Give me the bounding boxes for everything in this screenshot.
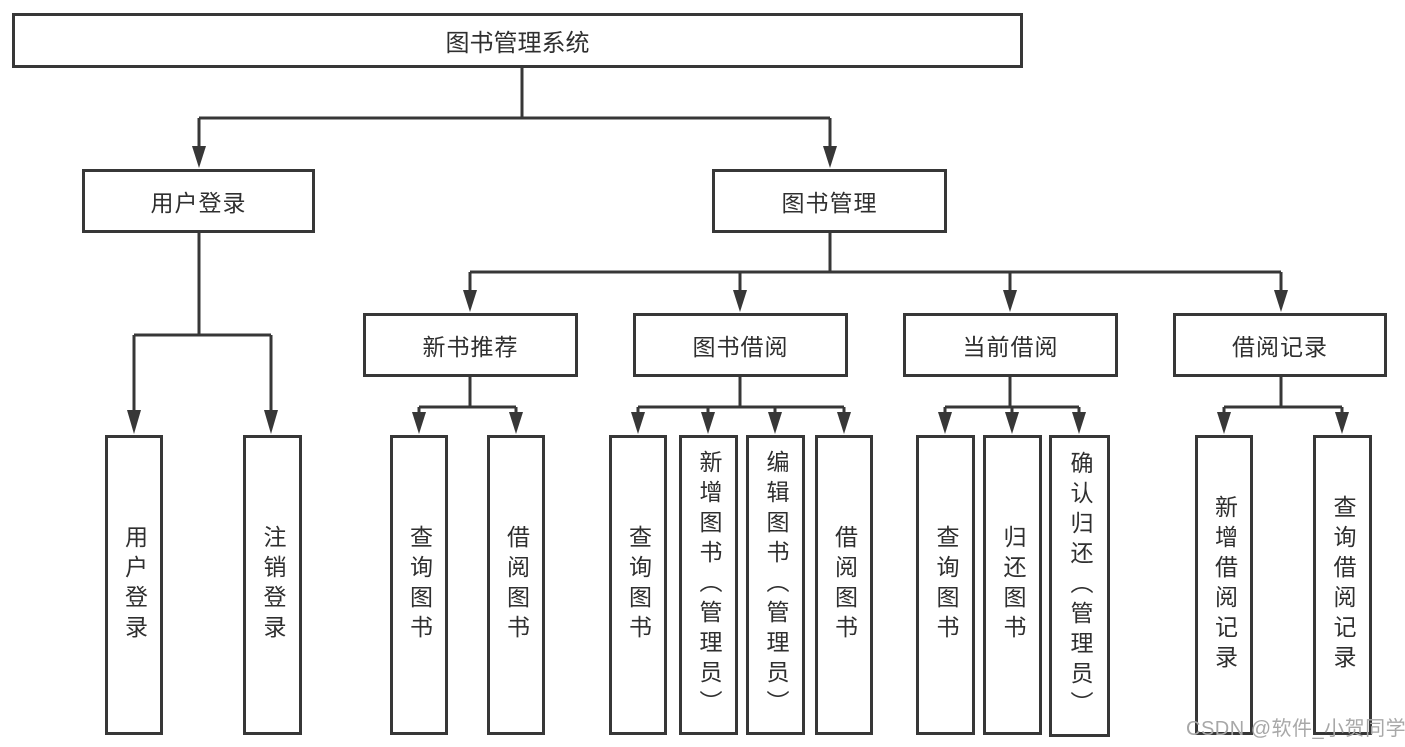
arrowheads (127, 146, 1349, 434)
leaf-bb-add-book-admin: 新增图书（管理员） (679, 435, 738, 735)
node-user-login: 用户登录 (82, 169, 315, 233)
leaf-bb-query-book-label: 查询图书 (625, 525, 652, 645)
leaf-br-add-record: 新增借阅记录 (1195, 435, 1253, 735)
node-current-borrow: 当前借阅 (903, 313, 1118, 377)
node-book-manage: 图书管理 (712, 169, 947, 233)
leaf-user-login: 用户登录 (105, 435, 163, 735)
leaf-cb-confirm-return-admin: 确认归还（管理员） (1049, 435, 1110, 737)
csdn-watermark: CSDN @软件_小贺同学 (1186, 718, 1405, 740)
leaf-bb-borrow-book-label: 借阅图书 (831, 525, 858, 645)
node-book-borrow-label: 图书借阅 (692, 334, 789, 360)
node-root-system-label: 图书管理系统 (445, 30, 590, 57)
node-new-book-recommend: 新书推荐 (363, 313, 578, 377)
leaf-bb-borrow-book: 借阅图书 (815, 435, 873, 735)
leaf-bb-edit-book-admin: 编辑图书（管理员） (746, 435, 805, 735)
node-new-book-recommend-label: 新书推荐 (422, 334, 519, 360)
leaf-nb-query-book: 查询图书 (390, 435, 448, 735)
leaf-br-query-record-label: 查询借阅记录 (1330, 495, 1356, 675)
leaf-br-query-record: 查询借阅记录 (1313, 435, 1372, 735)
node-borrow-record-label: 借阅记录 (1232, 334, 1328, 360)
leaf-logout: 注销登录 (243, 435, 302, 735)
leaf-br-add-record-label: 新增借阅记录 (1211, 495, 1238, 675)
leaf-bb-add-book-admin-label: 新增图书（管理员） (696, 450, 722, 720)
node-root-system: 图书管理系统 (12, 13, 1023, 68)
leaf-nb-borrow-book: 借阅图书 (487, 435, 545, 735)
leaf-bb-edit-book-admin-label: 编辑图书（管理员） (763, 450, 789, 720)
node-book-borrow: 图书借阅 (633, 313, 848, 377)
leaf-user-login-label: 用户登录 (121, 525, 148, 645)
leaf-cb-query-book-label: 查询图书 (933, 525, 959, 645)
leaf-cb-confirm-return-admin-label: 确认归还（管理员） (1067, 451, 1093, 721)
leaf-cb-return-book: 归还图书 (983, 435, 1042, 735)
node-book-manage-label: 图书管理 (781, 190, 878, 216)
node-borrow-record: 借阅记录 (1173, 313, 1387, 377)
leaf-cb-return-book-label: 归还图书 (1000, 525, 1026, 645)
node-user-login-label: 用户登录 (150, 190, 247, 216)
leaf-logout-label: 注销登录 (260, 525, 286, 645)
leaf-nb-query-book-label: 查询图书 (406, 525, 433, 645)
node-current-borrow-label: 当前借阅 (962, 334, 1059, 360)
leaf-bb-query-book: 查询图书 (609, 435, 667, 735)
leaf-nb-borrow-book-label: 借阅图书 (503, 525, 530, 645)
leaf-cb-query-book: 查询图书 (916, 435, 975, 735)
